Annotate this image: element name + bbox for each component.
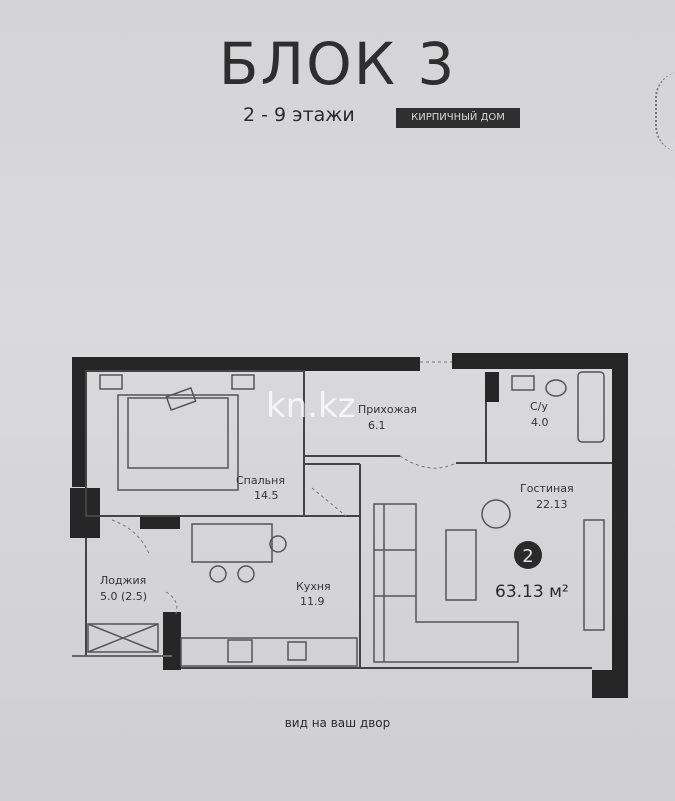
floors-range: 2 - 9 этажи	[243, 104, 355, 126]
room-bath-name: С/у	[530, 400, 548, 413]
room-kitchen-area: 11.9	[300, 595, 325, 608]
room-living-name: Гостиная	[520, 482, 574, 495]
bed-icon	[99, 374, 255, 491]
loggia-storage-icon	[87, 623, 159, 653]
rooms-count-number: 2	[522, 546, 533, 567]
watermark-logo: kn.kz	[266, 386, 356, 426]
room-loggia-area: 5.0 (2.5)	[100, 590, 147, 603]
door-swings	[111, 361, 457, 615]
block-title: БЛОК 3	[218, 30, 457, 98]
room-living-area: 22.13	[536, 498, 568, 511]
room-loggia-name: Лоджия	[100, 574, 146, 587]
inner-walls	[85, 370, 612, 669]
sofa-icon	[373, 499, 605, 663]
room-bath-area: 4.0	[531, 416, 549, 429]
room-hall-name: Прихожая	[358, 403, 417, 416]
rooms-count-badge	[514, 541, 542, 569]
total-area: 63.13 м²	[495, 582, 569, 602]
view-caption: вид на ваш двор	[284, 716, 391, 730]
room-bedroom-area: 14.5	[254, 489, 279, 502]
room-kitchen-name: Кухня	[296, 580, 331, 593]
room-bedroom-name: Спальня	[236, 474, 285, 487]
bathroom-fixtures-icon	[511, 371, 605, 443]
stamp-mark	[655, 72, 675, 152]
room-hall-area: 6.1	[368, 419, 386, 432]
kitchen-fixtures-icon	[180, 523, 358, 667]
outer-walls	[70, 353, 628, 698]
building-type-badge: КИРПИЧНЫЙ ДОМ	[396, 108, 520, 128]
